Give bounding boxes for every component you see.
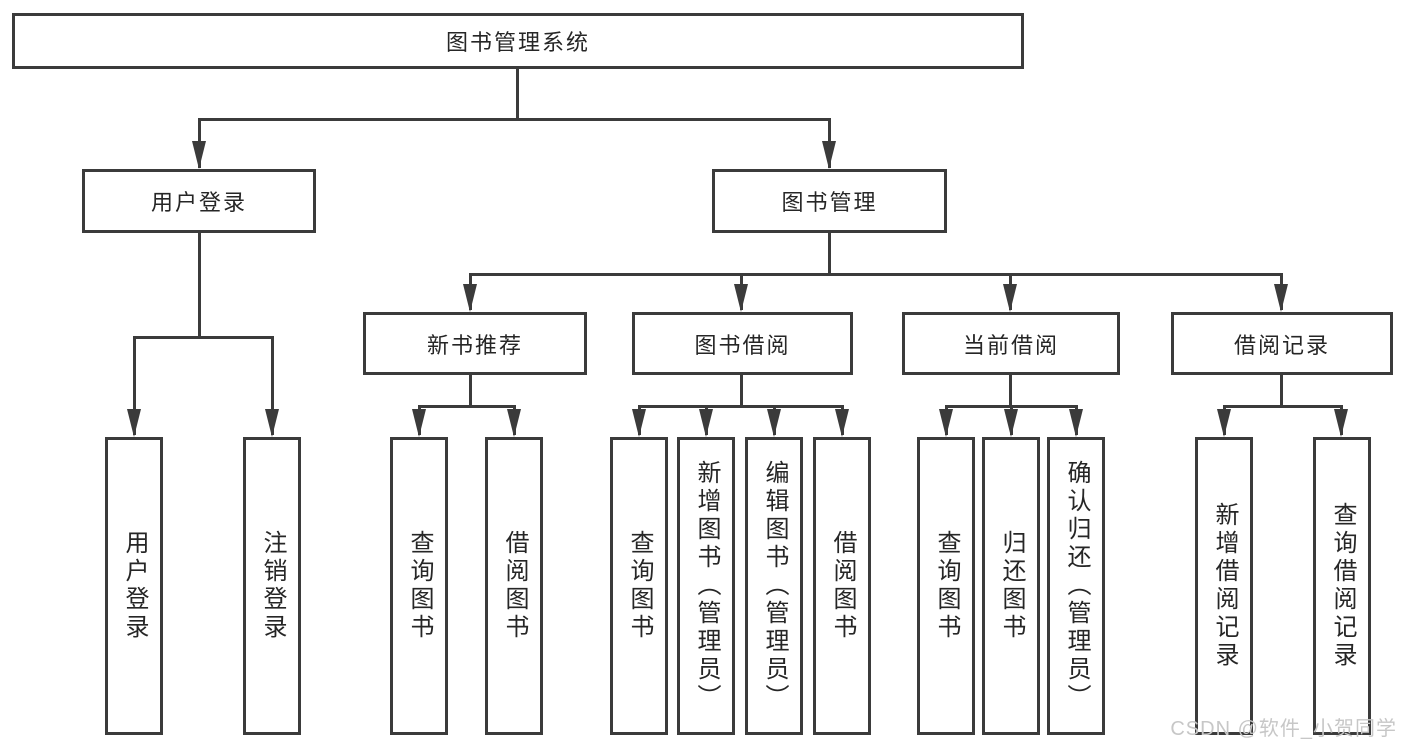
leaf-label: 查询借阅记录 — [1329, 502, 1356, 670]
arrow-down-icon — [507, 409, 521, 437]
arrow-down-icon — [127, 409, 141, 437]
node-borrow-records: 借阅记录 — [1171, 312, 1393, 375]
leaf-label: 归还图书 — [998, 530, 1025, 642]
arrow-down-icon — [1274, 284, 1288, 312]
arrow-down-icon — [1069, 409, 1083, 437]
connector-user-login-rail — [133, 336, 274, 339]
leaf-label: 用户登录 — [121, 530, 148, 642]
leaf-user-login: 用户登录 — [105, 437, 163, 735]
node-book-borrow: 图书借阅 — [632, 312, 853, 375]
arrow-down-icon — [1217, 409, 1231, 437]
connector-book-mgmt-rail — [469, 273, 1283, 276]
leaf-label: 编辑图书（管理员） — [761, 460, 788, 712]
leaf-edit-books-admin: 编辑图书（管理员） — [745, 437, 803, 735]
arrow-down-icon — [1003, 284, 1017, 312]
arrow-down-icon — [1334, 409, 1348, 437]
leaf-label: 新增借阅记录 — [1211, 502, 1238, 670]
leaf-query-books-recommend: 查询图书 — [390, 437, 448, 735]
connector-borrow-stem — [740, 375, 743, 405]
leaf-label: 确认归还（管理员） — [1063, 460, 1090, 712]
connector-recommend-rail — [418, 405, 515, 408]
arrow-down-icon — [463, 284, 477, 312]
leaf-label: 注销登录 — [259, 530, 286, 642]
arrow-down-icon — [265, 409, 279, 437]
arrow-down-icon — [699, 409, 713, 437]
arrow-down-icon — [835, 409, 849, 437]
leaf-logout: 注销登录 — [243, 437, 301, 735]
connector-root-stem — [516, 69, 519, 118]
connector-user-login-drop — [133, 336, 136, 435]
leaf-add-borrow-record: 新增借阅记录 — [1195, 437, 1253, 735]
connector-current-stem — [1009, 375, 1012, 405]
node-label: 当前借阅 — [962, 332, 1059, 358]
node-current-borrow: 当前借阅 — [902, 312, 1120, 375]
node-label: 图书管理 — [781, 190, 878, 215]
node-new-book-recommend: 新书推荐 — [363, 312, 587, 375]
node-label: 用户登录 — [150, 190, 247, 215]
node-label: 图书借阅 — [694, 332, 791, 358]
arrow-down-icon — [822, 141, 836, 169]
leaf-query-books-borrow: 查询图书 — [610, 437, 668, 735]
connector-recommend-stem — [469, 375, 472, 405]
csdn-watermark: CSDN @软件_小贺同学 — [1170, 718, 1397, 740]
connector-book-mgmt-stem — [828, 233, 831, 273]
leaf-add-books-admin: 新增图书（管理员） — [677, 437, 735, 735]
leaf-confirm-return-admin: 确认归还（管理员） — [1047, 437, 1105, 735]
connector-records-rail — [1223, 405, 1343, 408]
arrow-down-icon — [767, 409, 781, 437]
arrow-down-icon — [939, 409, 953, 437]
arrow-down-icon — [192, 141, 206, 169]
arrow-down-icon — [632, 409, 646, 437]
arrow-down-icon — [734, 284, 748, 312]
connector-user-login-stem — [198, 233, 201, 336]
node-label: 新书推荐 — [426, 332, 523, 358]
node-label: 借阅记录 — [1233, 332, 1330, 358]
connector-root-rail — [198, 118, 831, 121]
node-label: 图书管理系统 — [445, 30, 590, 55]
node-library-management-system: 图书管理系统 — [12, 13, 1024, 69]
connector-records-stem — [1280, 375, 1283, 405]
leaf-label: 借阅图书 — [501, 530, 528, 642]
leaf-borrow-books-recommend: 借阅图书 — [485, 437, 543, 735]
leaf-label: 查询图书 — [406, 530, 433, 642]
connector-user-login-drop — [271, 336, 274, 435]
connector-borrow-rail — [638, 405, 844, 408]
node-book-management: 图书管理 — [712, 169, 947, 233]
leaf-label: 借阅图书 — [829, 530, 856, 642]
node-user-login: 用户登录 — [82, 169, 316, 233]
leaf-label: 查询图书 — [626, 530, 653, 642]
arrow-down-icon — [412, 409, 426, 437]
leaf-label: 新增图书（管理员） — [693, 460, 720, 712]
leaf-query-borrow-record: 查询借阅记录 — [1313, 437, 1371, 735]
leaf-label: 查询图书 — [933, 530, 960, 642]
arrow-down-icon — [1004, 409, 1018, 437]
leaf-borrow-books: 借阅图书 — [813, 437, 871, 735]
leaf-query-books-current: 查询图书 — [917, 437, 975, 735]
leaf-return-books: 归还图书 — [982, 437, 1040, 735]
